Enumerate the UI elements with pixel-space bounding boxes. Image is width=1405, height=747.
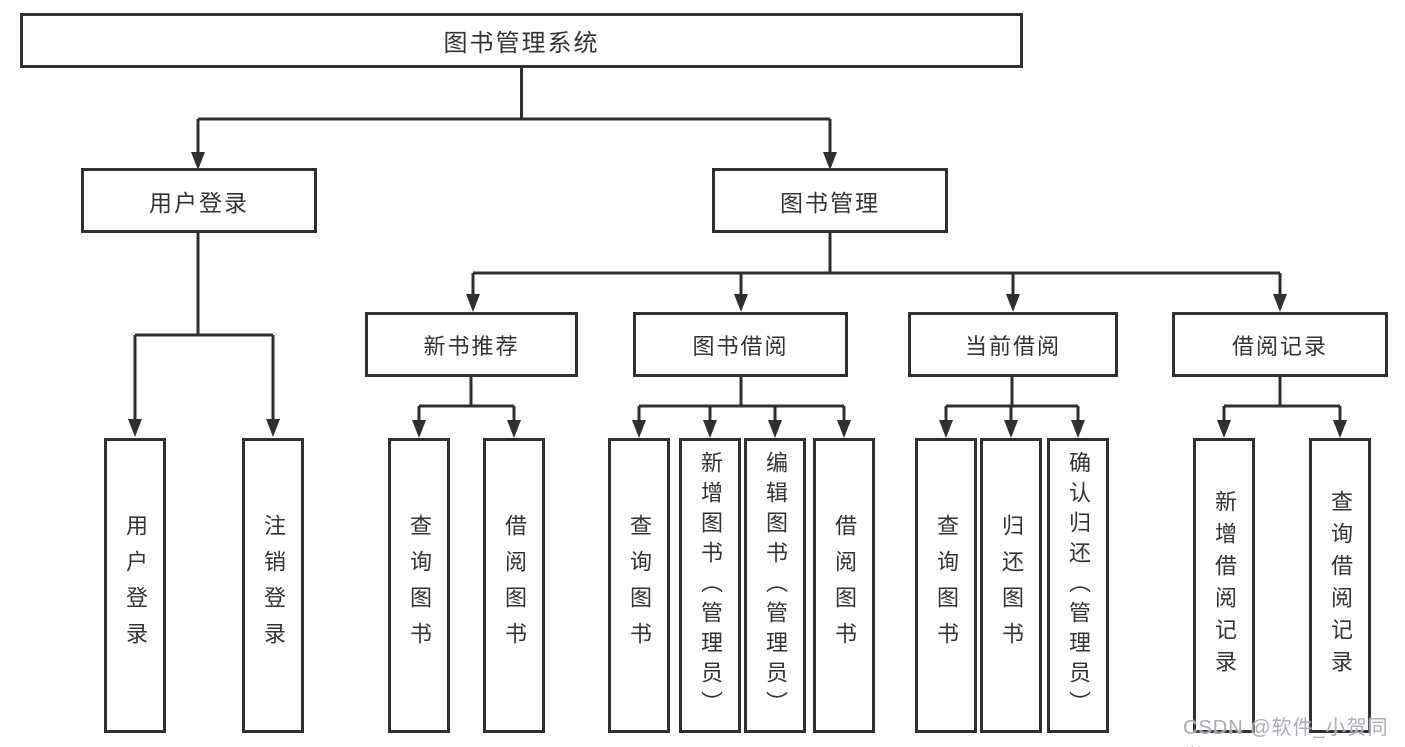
node-current-borrow: 当前借阅 [908, 312, 1118, 377]
leaf-borrow-edit-books-admin: 编辑图书（管理员） [744, 438, 806, 733]
leaf-user-login: 用户登录 [104, 438, 166, 733]
leaf-current-return-books: 归还图书 [980, 438, 1042, 733]
leaf-records-query-record: 查询借阅记录 [1309, 438, 1371, 733]
leaf-borrow-add-books-admin: 新增图书（管理员） [679, 438, 741, 733]
node-book-borrow: 图书借阅 [633, 312, 848, 377]
node-root: 图书管理系统 [20, 13, 1023, 68]
leaf-recommend-query-books: 查询图书 [388, 438, 450, 733]
leaf-borrow-query-books: 查询图书 [608, 438, 670, 733]
node-new-book-recommend: 新书推荐 [365, 312, 578, 377]
watermark: CSDN @软件_小贺同学 [1183, 717, 1389, 747]
leaf-current-query-books: 查询图书 [915, 438, 977, 733]
leaf-borrow-borrow-books: 借阅图书 [813, 438, 875, 733]
node-book-management: 图书管理 [712, 168, 948, 233]
leaf-records-add-record: 新增借阅记录 [1193, 438, 1255, 733]
node-borrow-records: 借阅记录 [1172, 312, 1388, 377]
leaf-recommend-borrow-books: 借阅图书 [483, 438, 545, 733]
leaf-logout: 注销登录 [242, 438, 304, 733]
node-user-login: 用户登录 [81, 168, 317, 233]
leaf-current-confirm-return-admin: 确认归还（管理员） [1047, 438, 1109, 733]
